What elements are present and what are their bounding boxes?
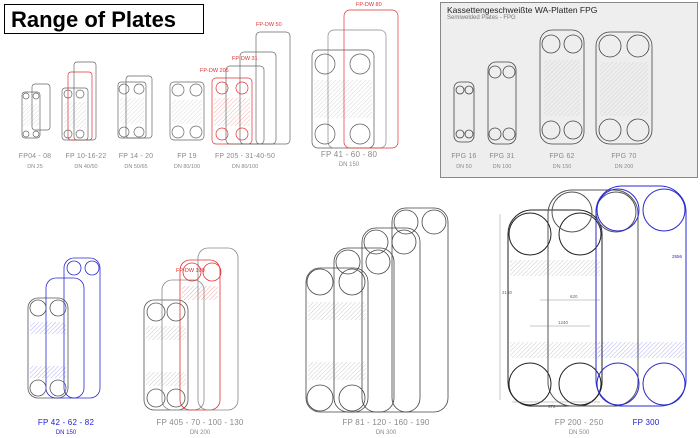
dim-2556: 2556: [672, 254, 683, 259]
caption-fp42-dn: DN 150: [55, 430, 77, 436]
caption-fp04-dn: DN 25: [27, 164, 43, 170]
plate-fp19: [169, 81, 205, 141]
caption-fpg70-dn: DN 200: [614, 164, 634, 170]
caption-fp14: FP 14 - 20 DN 50/65: [114, 152, 158, 172]
caption-fpg62: FPG 62 DN 150: [542, 152, 582, 172]
caption-fp04-name: FP04 - 08: [18, 153, 52, 160]
dim-1240: 1240: [558, 320, 569, 325]
caption-fp41: FP 41 - 60 - 80 DN 150: [306, 150, 392, 170]
plate-fp14: [117, 75, 153, 139]
caption-fpg31-name: FPG 31: [489, 153, 515, 160]
caption-fp41-dn: DN 150: [338, 162, 360, 168]
caption-fpg31-dn: DN 100: [492, 164, 512, 170]
caption-fp300-name: FP 300: [632, 418, 660, 427]
fpg-panel-subtitle: Semiwelded Plates - FPG: [447, 15, 516, 21]
label-fp-dw-50: FP-DW 50: [256, 22, 282, 28]
label-fp-dw-80: FP-DW 80: [356, 2, 382, 8]
caption-fp42: FP 42 - 62 - 82 DN 150: [28, 418, 104, 438]
caption-fpg31: FPG 31 DN 100: [482, 152, 522, 172]
caption-fp04: FP04 - 08 DN 25: [10, 152, 60, 172]
plate-fp405: [143, 247, 239, 411]
caption-fp41-name: FP 41 - 60 - 80: [320, 150, 378, 159]
caption-fpg62-name: FPG 62: [549, 153, 575, 160]
label-fp-dw-31: FP-DW 31: [232, 56, 258, 62]
caption-fpg16: FPG 16 DN 50: [444, 152, 484, 172]
caption-fpg70: FPG 70 DN 200: [604, 152, 644, 172]
caption-fp19-dn: DN 80/100: [173, 164, 201, 170]
caption-fp200: FP 200 - 250 DN 500: [546, 418, 612, 438]
dim-2130: 2130: [502, 290, 513, 295]
caption-fp10: FP 10-16-22 DN 40/50: [56, 152, 116, 172]
caption-fp205: FP 205 - 31-40-50 DN 80/100: [210, 152, 280, 172]
label-fp-dw-100: FP-DW 100: [176, 268, 205, 274]
caption-fp19-name: FP 19: [177, 153, 197, 160]
caption-fpg16-dn: DN 50: [456, 164, 472, 170]
caption-fp300: FP 300: [622, 418, 670, 428]
caption-fp205-dn: DN 80/100: [231, 164, 259, 170]
caption-fp81-name: FP 81 - 120 - 160 - 190: [342, 418, 430, 427]
caption-fp10-name: FP 10-16-22: [65, 153, 107, 160]
dim-672: 672: [548, 404, 556, 409]
caption-fpg16-name: FPG 16: [451, 153, 477, 160]
caption-fp405-dn: DN 200: [189, 430, 211, 436]
plate-fp10: [61, 61, 97, 141]
caption-fp19: FP 19 DN 80/100: [164, 152, 210, 172]
dim-620: 620: [570, 294, 578, 299]
caption-fp81: FP 81 - 120 - 160 - 190 DN 300: [336, 418, 436, 438]
caption-fp405: FP 405 - 70 - 100 - 130 DN 200: [150, 418, 250, 438]
plate-fp205: [211, 31, 291, 145]
plate-fp04: [21, 83, 51, 139]
fpg-panel-title: Kassettengeschweißte WA-Platten FPG: [447, 5, 598, 15]
caption-fp10-dn: DN 40/50: [74, 164, 98, 170]
caption-fp200-dn: DN 500: [568, 430, 590, 436]
caption-fp81-dn: DN 300: [375, 430, 397, 436]
caption-fp42-name: FP 42 - 62 - 82: [37, 418, 95, 427]
plate-fpg16: [453, 81, 475, 143]
plate-fp41: [311, 9, 399, 149]
caption-fp405-name: FP 405 - 70 - 100 - 130: [156, 418, 244, 427]
label-fp-dw-205: FP-DW 205: [200, 68, 229, 74]
plate-fp42: [27, 257, 101, 399]
page-title: Range of Plates: [4, 4, 204, 34]
plate-fp81: [305, 207, 449, 413]
plate-fpg62: [539, 29, 585, 145]
caption-fp14-dn: DN 50/65: [124, 164, 148, 170]
caption-fpg62-dn: DN 150: [552, 164, 572, 170]
caption-fp205-name: FP 205 - 31-40-50: [214, 153, 276, 160]
plate-fpg70: [595, 31, 653, 145]
plate-fpg31: [487, 61, 517, 145]
caption-fpg70-name: FPG 70: [611, 153, 637, 160]
plate-fp300: [595, 185, 687, 407]
caption-fp14-name: FP 14 - 20: [118, 153, 154, 160]
plate-fp200: [507, 189, 639, 407]
caption-fp200-name: FP 200 - 250: [554, 418, 604, 427]
